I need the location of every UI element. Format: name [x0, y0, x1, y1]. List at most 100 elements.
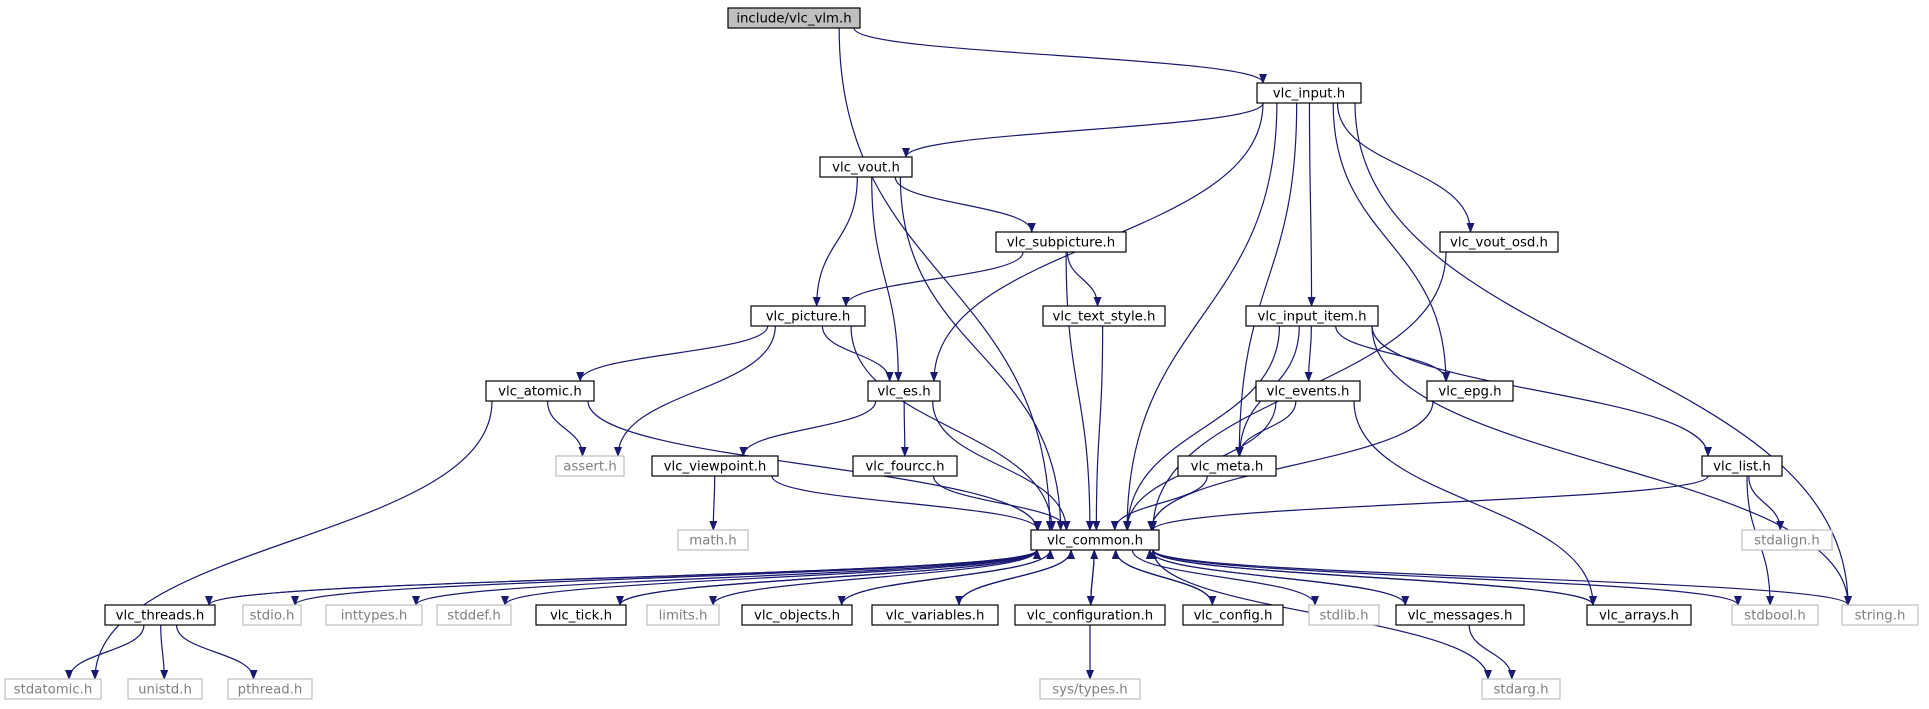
node-vlc-configuration[interactable]: vlc_configuration.h [1014, 604, 1166, 626]
node-box [104, 604, 216, 626]
node-label: vlc_vout_osd.h [1450, 236, 1548, 251]
edge-vlc-common-to-stdlib [1131, 549, 1319, 606]
node-vlc-list[interactable]: vlc_list.h [1701, 455, 1783, 477]
node-vlc-variables[interactable]: vlc_variables.h [871, 604, 999, 626]
edge-vlc-vout-to-vlc-picture [812, 176, 858, 307]
node-vlc-arrays[interactable]: vlc_arrays.h [1586, 604, 1692, 626]
node-label: stdlib.h [1319, 609, 1368, 624]
node-box [867, 380, 941, 402]
node-box [1741, 529, 1833, 551]
node-box [741, 604, 853, 626]
node-stdio: stdio.h [242, 604, 302, 626]
edge-vlc-atomic-to-stdatomic [91, 400, 493, 680]
node-unistd: unistd.h [127, 678, 203, 700]
node-vlc-threads[interactable]: vlc_threads.h [104, 604, 216, 626]
edge-vlc-list-to-vlc-common [1149, 475, 1709, 531]
node-label: stddef.h [447, 609, 501, 624]
nodes-layer: include/vlc_vlm.h vlc_input.h vlc_vout.hvl… [4, 7, 1919, 700]
node-stdbool: stdbool.h [1731, 604, 1819, 626]
edge-vlc-input-to-string [1354, 102, 1852, 606]
node-label: include/vlc_vlm.h [736, 12, 851, 27]
node-box [1042, 305, 1166, 327]
node-box [4, 678, 102, 700]
node-box [1255, 380, 1361, 402]
node-limits: limits.h [646, 604, 720, 626]
node-vlc-vout[interactable]: vlc_vout.h [819, 156, 913, 178]
node-label: vlc_messages.h [1408, 609, 1513, 624]
node-vlc-subpicture[interactable]: vlc_subpicture.h [995, 231, 1127, 253]
node-vlc-tick[interactable]: vlc_tick.h [535, 604, 627, 626]
node-vlc-messages[interactable]: vlc_messages.h [1395, 604, 1525, 626]
node-label: vlc_list.h [1713, 460, 1771, 475]
node-vlc-es[interactable]: vlc_es.h [867, 380, 941, 402]
node-vlc-vout-osd[interactable]: vlc_vout_osd.h [1439, 231, 1559, 253]
node-vlc-epg[interactable]: vlc_epg.h [1426, 380, 1514, 402]
node-vlc-viewpoint[interactable]: vlc_viewpoint.h [651, 455, 779, 477]
node-vlc-config[interactable]: vlc_config.h [1182, 604, 1284, 626]
edge-vlc-fourcc-to-vlc-common [932, 475, 1071, 531]
node-box [1014, 604, 1166, 626]
node-box [1439, 231, 1559, 253]
node-label: stdalign.h [1754, 534, 1820, 549]
node-box [1245, 305, 1379, 327]
node-box [436, 604, 512, 626]
node-vlc-meta[interactable]: vlc_meta.h [1177, 455, 1277, 477]
node-box [1481, 678, 1561, 700]
edge-vlc-input-to-vlc-meta [1235, 102, 1298, 457]
edge-vlc-arrays-to-vlc-common [1149, 549, 1594, 606]
node-box [871, 604, 999, 626]
node-label: vlc_variables.h [886, 609, 985, 624]
node-label: stdbool.h [1744, 609, 1806, 624]
node-stddef: stddef.h [436, 604, 512, 626]
node-stdatomic: stdatomic.h [4, 678, 102, 700]
node-vlc-events[interactable]: vlc_events.h [1255, 380, 1361, 402]
node-label: vlc_fourcc.h [865, 460, 944, 475]
node-sys-types: sys/types.h [1039, 678, 1141, 700]
node-label: vlc_viewpoint.h [664, 460, 767, 475]
node-label: vlc_objects.h [754, 609, 840, 624]
edge-vlc-es-to-vlc-common [932, 400, 1071, 531]
edge-vlc-epg-to-vlc-common [1147, 400, 1434, 531]
edge-vlc-viewpoint-to-vlc-common [771, 475, 1042, 531]
edge-vlc-es-to-vlc-viewpoint [739, 400, 877, 457]
node-box [651, 455, 779, 477]
node-vlc-picture[interactable]: vlc_picture.h [750, 305, 866, 327]
node-vlc-objects[interactable]: vlc_objects.h [741, 604, 853, 626]
node-vlc-text-style[interactable]: vlc_text_style.h [1042, 305, 1166, 327]
node-label: vlc_configuration.h [1027, 609, 1153, 624]
node-box [1731, 604, 1819, 626]
edge-vlc-vout-to-vlc-common [899, 176, 1065, 531]
edge-vlc-events-to-vlc-arrays [1353, 400, 1597, 606]
edge-vlc-picture-to-vlc-common [850, 325, 1056, 531]
edge-vlc-subpicture-to-vlc-picture [842, 251, 1024, 307]
edge-vlc-input-to-vlc-input-item [1307, 102, 1316, 307]
node-label: vlc_es.h [877, 385, 930, 400]
edge-vlc-variables-to-vlc-common [958, 549, 1075, 606]
node-string: string.h [1841, 604, 1919, 626]
node-label: assert.h [563, 460, 617, 475]
node-vlc-atomic[interactable]: vlc_atomic.h [485, 380, 595, 402]
node-math: math.h [677, 529, 749, 551]
edge-vlc-common-to-stdio [291, 549, 1038, 606]
node-vlc-common[interactable]: vlc_common.h [1030, 529, 1160, 551]
node-pthread: pthread.h [227, 678, 313, 700]
node-box [646, 604, 720, 626]
edge-vlc-es-to-vlc-fourcc [900, 400, 909, 457]
node-vlc-vlm[interactable]: include/vlc_vlm.h [727, 7, 861, 29]
edge-vlc-list-to-stdalign [1748, 475, 1785, 531]
node-vlc-input-item[interactable]: vlc_input_item.h [1245, 305, 1379, 327]
node-box [127, 678, 203, 700]
node-label: vlc_subpicture.h [1007, 236, 1115, 251]
node-box [1308, 604, 1380, 626]
edge-vlc-common-to-limits [709, 549, 1038, 606]
node-label: vlc_picture.h [766, 310, 851, 325]
edge-vlc-vout-to-vlc-es [871, 176, 903, 382]
node-box [485, 380, 595, 402]
edge-vlc-common-to-stddef [501, 549, 1038, 606]
edge-vlc-input-item-to-vlc-common [1123, 325, 1281, 531]
node-vlc-input[interactable]: vlc_input.h [1256, 82, 1362, 104]
node-vlc-fourcc[interactable]: vlc_fourcc.h [852, 455, 958, 477]
node-box [535, 604, 627, 626]
edge-vlc-viewpoint-to-math [709, 475, 718, 531]
